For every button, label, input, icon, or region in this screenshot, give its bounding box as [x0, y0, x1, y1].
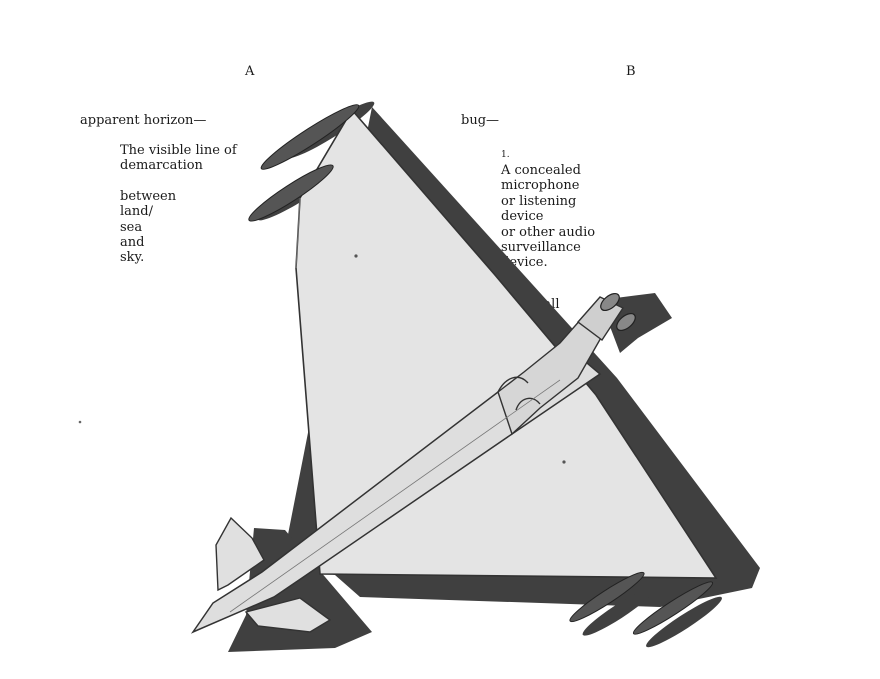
definition-line: device: [501, 209, 544, 225]
definition-line: land/: [120, 204, 153, 220]
jet-exhausts: [576, 292, 636, 342]
jet-missiles: [248, 104, 714, 635]
column-b-letter: B: [626, 64, 636, 79]
definition-line: sea: [120, 219, 143, 235]
definition-line: demarcation: [120, 158, 203, 174]
jet-canard: [215, 516, 332, 633]
definition-line: sky.: [120, 250, 145, 266]
jet-fuselage: [190, 317, 603, 634]
definition-line: The visible line of: [120, 143, 237, 158]
term-apparent-horizon: apparent horizon—: [80, 113, 207, 128]
definition-bug: 1. A concealed microphone or listening d…: [501, 148, 595, 271]
term-bug: bug—: [461, 113, 500, 128]
definition-line: microphone: [501, 178, 580, 194]
jet-wing: [295, 108, 718, 579]
definition-apparent-horizon: The visible line of demarcation between …: [120, 143, 237, 266]
definition-line: between: [120, 188, 177, 204]
column-a-letter: A: [245, 64, 255, 79]
definition-line: or listening: [501, 193, 577, 209]
definition-line: or other audio: [501, 224, 596, 240]
definition-line: A concealed: [501, 163, 581, 178]
definition-line: surveillance: [501, 240, 581, 256]
definition-number: 1.: [501, 150, 510, 160]
definition-line: and: [120, 235, 145, 251]
